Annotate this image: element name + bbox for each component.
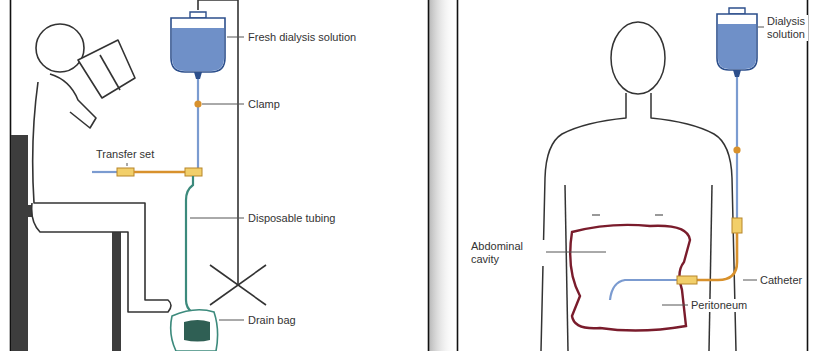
transfer-set xyxy=(134,171,185,174)
catheter-tube xyxy=(697,233,737,280)
transfer-connector xyxy=(185,168,202,176)
part-label: Clamp xyxy=(247,98,281,111)
solution-bag xyxy=(171,12,225,79)
person xyxy=(32,24,171,312)
transfer-connector xyxy=(732,218,742,233)
disposable-tubing xyxy=(186,176,193,312)
part-label: Disposable tubing xyxy=(247,212,336,225)
supply-tube xyxy=(197,79,199,168)
part-label: Drain bag xyxy=(247,314,297,327)
part-label: Peritoneum xyxy=(690,299,748,312)
leader-line xyxy=(544,27,764,305)
leader-line xyxy=(127,37,244,320)
peritoneum-outline xyxy=(570,225,690,331)
catheter-connector xyxy=(677,276,697,284)
solution-bag xyxy=(717,8,757,77)
part-label: Dialysis solution xyxy=(766,15,808,41)
transfer-connector xyxy=(117,168,134,176)
clamp xyxy=(194,100,201,107)
panel-frame xyxy=(11,0,429,351)
part-label: Fresh dialysis solution xyxy=(247,31,357,44)
chair xyxy=(11,135,129,351)
part-label: Transfer set xyxy=(95,148,155,161)
part-label: Catheter xyxy=(759,274,803,287)
drain-bag xyxy=(171,310,218,351)
clamp xyxy=(733,146,740,153)
panel-frame xyxy=(458,0,808,351)
patient-tube xyxy=(92,171,117,173)
panel-shadow xyxy=(429,0,457,351)
part-label: Abdominal cavity xyxy=(470,240,546,266)
